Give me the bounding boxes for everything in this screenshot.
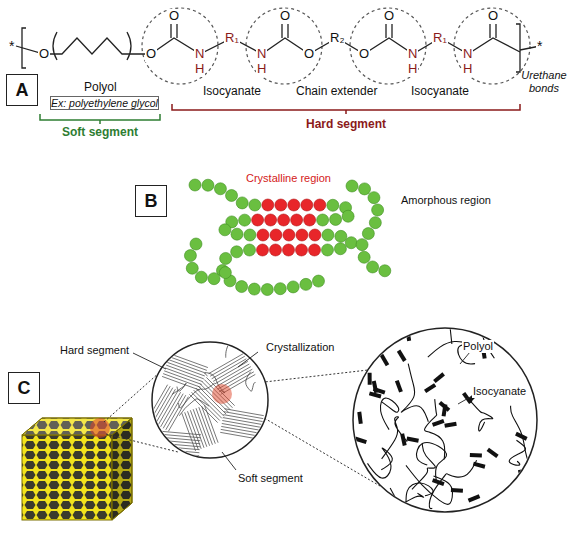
molecular-zoom <box>353 328 537 512</box>
foam-cube <box>22 418 132 520</box>
atom-symbol: N <box>462 47 473 62</box>
component-label: Isocyanate <box>411 85 469 99</box>
soft-segment-bracket <box>40 114 160 124</box>
atom-symbol: R₁ <box>224 31 240 46</box>
callout-label: Crystallization <box>265 341 335 354</box>
polyol-isocyanate-network <box>345 298 549 509</box>
atom-symbol: O <box>168 9 180 24</box>
atom-symbol: H <box>194 62 205 77</box>
atom-symbol: O <box>303 47 315 62</box>
panel-letter-box: C <box>8 372 40 404</box>
hard-segment-lamellae <box>148 330 264 459</box>
atom-symbol: H <box>407 62 418 77</box>
component-label: Isocyanate <box>203 85 261 99</box>
hard-segment-zoom <box>152 342 268 458</box>
callout-label: Hard segment <box>59 344 130 357</box>
end-group-mark: * <box>8 38 15 54</box>
atom-symbol: O <box>383 9 395 24</box>
polymer-chain-dots <box>184 179 390 296</box>
callout-label: Soft segment <box>237 472 304 485</box>
zoom-spot <box>212 384 232 404</box>
atom-symbol: O <box>145 47 157 62</box>
atom-symbol: N <box>194 47 205 62</box>
atom-symbol: N <box>256 47 267 62</box>
segment-label: Soft segment <box>62 126 138 140</box>
end-group-mark: * <box>536 38 543 54</box>
segment-label: Hard segment <box>306 118 386 132</box>
atom-symbol: R₂ <box>329 31 345 46</box>
region-label: Amorphous region <box>401 194 491 207</box>
panel-letter: B <box>145 192 158 210</box>
example-note: Ex: polyethylene glycol <box>50 96 159 110</box>
panel-letter: A <box>16 81 29 99</box>
urethane-circles <box>142 8 530 84</box>
atom-symbol: O <box>358 47 370 62</box>
region-label: Crystalline region <box>246 172 331 185</box>
atom-symbol: O <box>38 47 50 62</box>
callout-label: Isocyanate <box>472 385 527 398</box>
atom-symbol: O <box>279 9 291 24</box>
bond-label: Urethane bonds <box>518 69 570 94</box>
panel-letter-box: A <box>6 74 38 106</box>
hard-segment-bracket <box>172 104 520 114</box>
component-label: Polyol <box>84 81 117 95</box>
atom-symbol: N <box>407 47 418 62</box>
component-label: Chain extender <box>296 85 377 99</box>
panel-letter-box: B <box>135 185 167 217</box>
leader-lines <box>133 352 472 470</box>
callout-label: Polyol <box>462 340 494 353</box>
atom-symbol: H <box>256 62 267 77</box>
atom-symbol: H <box>462 62 473 77</box>
atom-symbol: O <box>487 9 499 24</box>
atom-symbol: R₁ <box>432 31 448 46</box>
panel-letter: C <box>18 379 31 397</box>
